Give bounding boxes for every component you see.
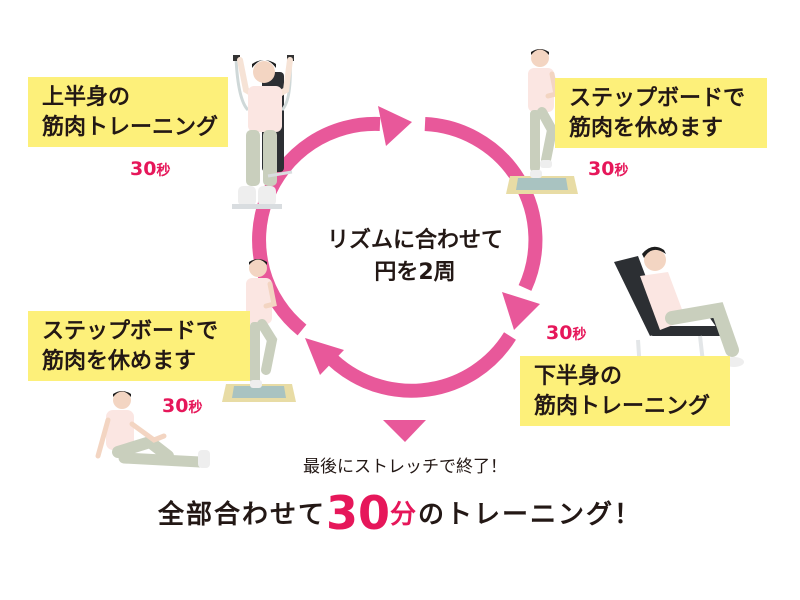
step-label-step-board-2: ステップボードで 筋肉を休めます xyxy=(28,311,250,381)
finale-prefix: 全部合わせて xyxy=(157,500,326,530)
finale-summary: 全部合わせて30分のトレーニング！ xyxy=(0,486,800,540)
step-label-line1: ステップボードで xyxy=(569,86,746,111)
step-label-lower-body: 下半身の 筋肉トレーニング xyxy=(520,356,730,426)
finale-line1: 最後にストレッチで終了！ xyxy=(303,457,507,477)
step-label-line1: ステップボードで xyxy=(42,319,219,344)
person-photo-step-board-1 xyxy=(506,49,578,194)
duration-value: 30 xyxy=(546,322,573,344)
duration-value: 30 xyxy=(130,158,157,180)
center-label-line2: 円を2周 xyxy=(374,260,456,285)
step-label-upper-body: 上半身の 筋肉トレーニング xyxy=(28,77,228,147)
duration-value: 30 xyxy=(588,158,615,180)
arrowhead-right-icon xyxy=(502,292,540,330)
arrowhead-top-icon xyxy=(378,106,412,146)
finale-total-number: 30 xyxy=(325,486,390,540)
step-label-line1: 下半身の xyxy=(534,364,623,389)
step-duration-step-board-1: 30秒 xyxy=(588,158,628,180)
person-photo-step-board-2 xyxy=(222,259,296,402)
duration-unit: 秒 xyxy=(614,163,629,179)
person-photo-stretch xyxy=(95,391,210,468)
step-label-step-board-1: ステップボードで 筋肉を休めます xyxy=(555,78,767,148)
arrowhead-left-icon xyxy=(305,338,344,375)
step-duration-step-board-2: 30秒 xyxy=(162,395,202,417)
duration-value: 30 xyxy=(162,395,189,417)
duration-unit: 秒 xyxy=(572,327,587,343)
cycle-center-label: リズムに合わせて 円を2周 xyxy=(300,225,530,289)
center-label-line1: リズムに合わせて xyxy=(326,228,503,253)
step-label-line2: 筋肉トレーニング xyxy=(42,115,219,140)
step-label-line2: 筋肉を休めます xyxy=(42,349,197,374)
arrowheads xyxy=(305,106,540,375)
step-label-line2: 筋肉トレーニング xyxy=(534,394,711,419)
step-duration-upper-body: 30秒 xyxy=(130,158,170,180)
down-triangle-icon xyxy=(383,420,426,442)
step-label-line1: 上半身の xyxy=(42,85,131,110)
person-photo-upper-body xyxy=(232,55,294,209)
finale-total-unit: 分 xyxy=(390,500,419,530)
finale-suffix: のトレーニング！ xyxy=(418,500,643,530)
step-label-line2: 筋肉を休めます xyxy=(569,116,724,141)
duration-unit: 秒 xyxy=(156,163,171,179)
duration-unit: 秒 xyxy=(188,400,203,416)
step-duration-lower-body: 30秒 xyxy=(546,322,586,344)
